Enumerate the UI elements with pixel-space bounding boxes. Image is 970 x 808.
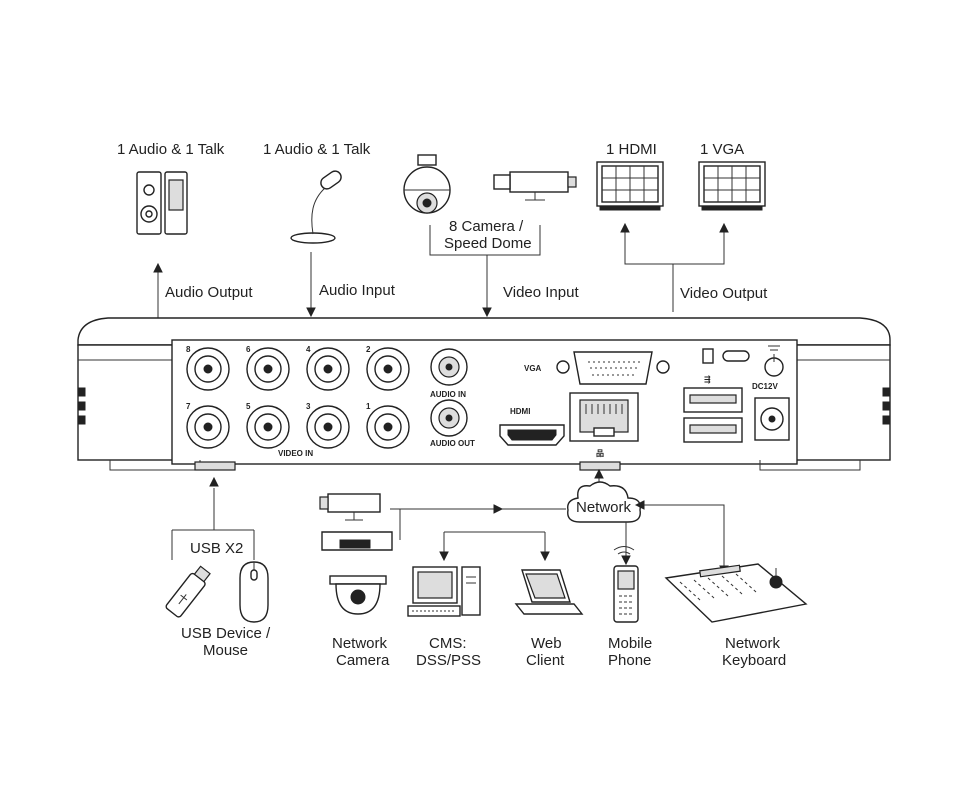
mobile-phone-label-line2: Phone <box>608 652 651 669</box>
laptop-icon <box>514 569 584 615</box>
mouse-icon <box>239 561 269 623</box>
audio-input-device-label: 1 Audio & 1 Talk <box>263 141 371 158</box>
lock-slot-icon <box>702 348 750 364</box>
bnc-connector <box>306 405 350 449</box>
channel-6: 6 <box>246 345 251 354</box>
channel-7: 7 <box>186 402 191 411</box>
usb-stick-icon <box>165 565 211 618</box>
bnc-connector <box>366 347 410 391</box>
network-keyboard-label-line1: Network <box>725 635 781 652</box>
network-keyboard-icon <box>664 563 808 623</box>
network-cloud <box>567 481 641 523</box>
usb-ports <box>683 387 743 443</box>
usb-symbol-icon: ⇶ <box>704 374 711 384</box>
audio-input-label: Audio Input <box>319 282 396 299</box>
camera-label-line2: Speed Dome <box>444 235 532 252</box>
network-camera-icon <box>319 493 393 615</box>
channel-8: 8 <box>186 345 191 354</box>
audio-in-connector <box>430 348 468 386</box>
vga-monitor-label: 1 VGA <box>700 141 744 158</box>
audio-out-connector <box>430 399 468 437</box>
dc-power-label: DC12V <box>752 382 778 391</box>
video-in-label: VIDEO IN <box>278 449 313 458</box>
video-input-label: Video Input <box>503 284 579 301</box>
hdmi-monitor-label: 1 HDMI <box>606 141 657 158</box>
bnc-connector <box>186 405 230 449</box>
web-client-label-line2: Client <box>526 652 565 669</box>
network-camera-label-line1: Network <box>332 635 388 652</box>
audio-in-label: AUDIO IN <box>430 390 466 399</box>
cms-label-line1: CMS: <box>429 635 467 652</box>
audio-out-label: AUDIO OUT <box>430 439 475 448</box>
network-keyboard-label-line2: Keyboard <box>722 652 786 669</box>
usb-x2-label: USB X2 <box>190 540 243 557</box>
network-label: Network <box>576 499 632 516</box>
bnc-connector <box>246 405 290 449</box>
channel-3: 3 <box>306 402 311 411</box>
network-camera-label-line2: Camera <box>336 652 390 669</box>
usb-device-label-line1: USB Device / <box>181 625 271 642</box>
mobile-phone-label-line1: Mobile <box>608 635 652 652</box>
ethernet-port <box>569 392 639 442</box>
dvr-rear-panel: 8 6 4 2 7 5 3 1 VIDEO IN AUDIO IN AUDIO … <box>77 317 891 471</box>
speed-dome-icon <box>403 154 451 214</box>
hdmi-monitor-icon <box>596 161 664 211</box>
vga-port <box>556 351 670 385</box>
vga-monitor-icon <box>698 161 766 211</box>
camera-label-line1: 8 Camera / <box>449 218 524 235</box>
audio-output-device-label: 1 Audio & 1 Talk <box>117 141 225 158</box>
web-client-label-line1: Web <box>531 635 562 652</box>
bnc-connector <box>366 405 410 449</box>
video-output-label: Video Output <box>680 285 768 302</box>
hdmi-port-label: HDMI <box>510 407 530 416</box>
bnc-connector <box>306 347 350 391</box>
channel-4: 4 <box>306 345 311 354</box>
audio-output-label: Audio Output <box>165 284 253 301</box>
hdmi-port <box>499 424 565 446</box>
usb-device-label-line2: Mouse <box>203 642 248 659</box>
bnc-connectors <box>186 347 410 449</box>
ground-screw-icon <box>764 345 784 377</box>
channel-5: 5 <box>246 402 251 411</box>
microphone-icon <box>290 170 342 244</box>
box-camera-icon <box>493 171 577 201</box>
channel-2: 2 <box>366 345 371 354</box>
channel-1: 1 <box>366 402 371 411</box>
mobile-phone-icon <box>613 546 639 623</box>
vga-port-label: VGA <box>524 364 542 373</box>
speaker-icon <box>136 171 188 235</box>
cms-label-line2: DSS/PSS <box>416 652 481 669</box>
cms-computer-icon <box>407 566 481 617</box>
bnc-connector <box>246 347 290 391</box>
dc-power-jack <box>754 397 790 441</box>
network-port-icon: 品 <box>596 449 604 458</box>
bnc-connector <box>186 347 230 391</box>
